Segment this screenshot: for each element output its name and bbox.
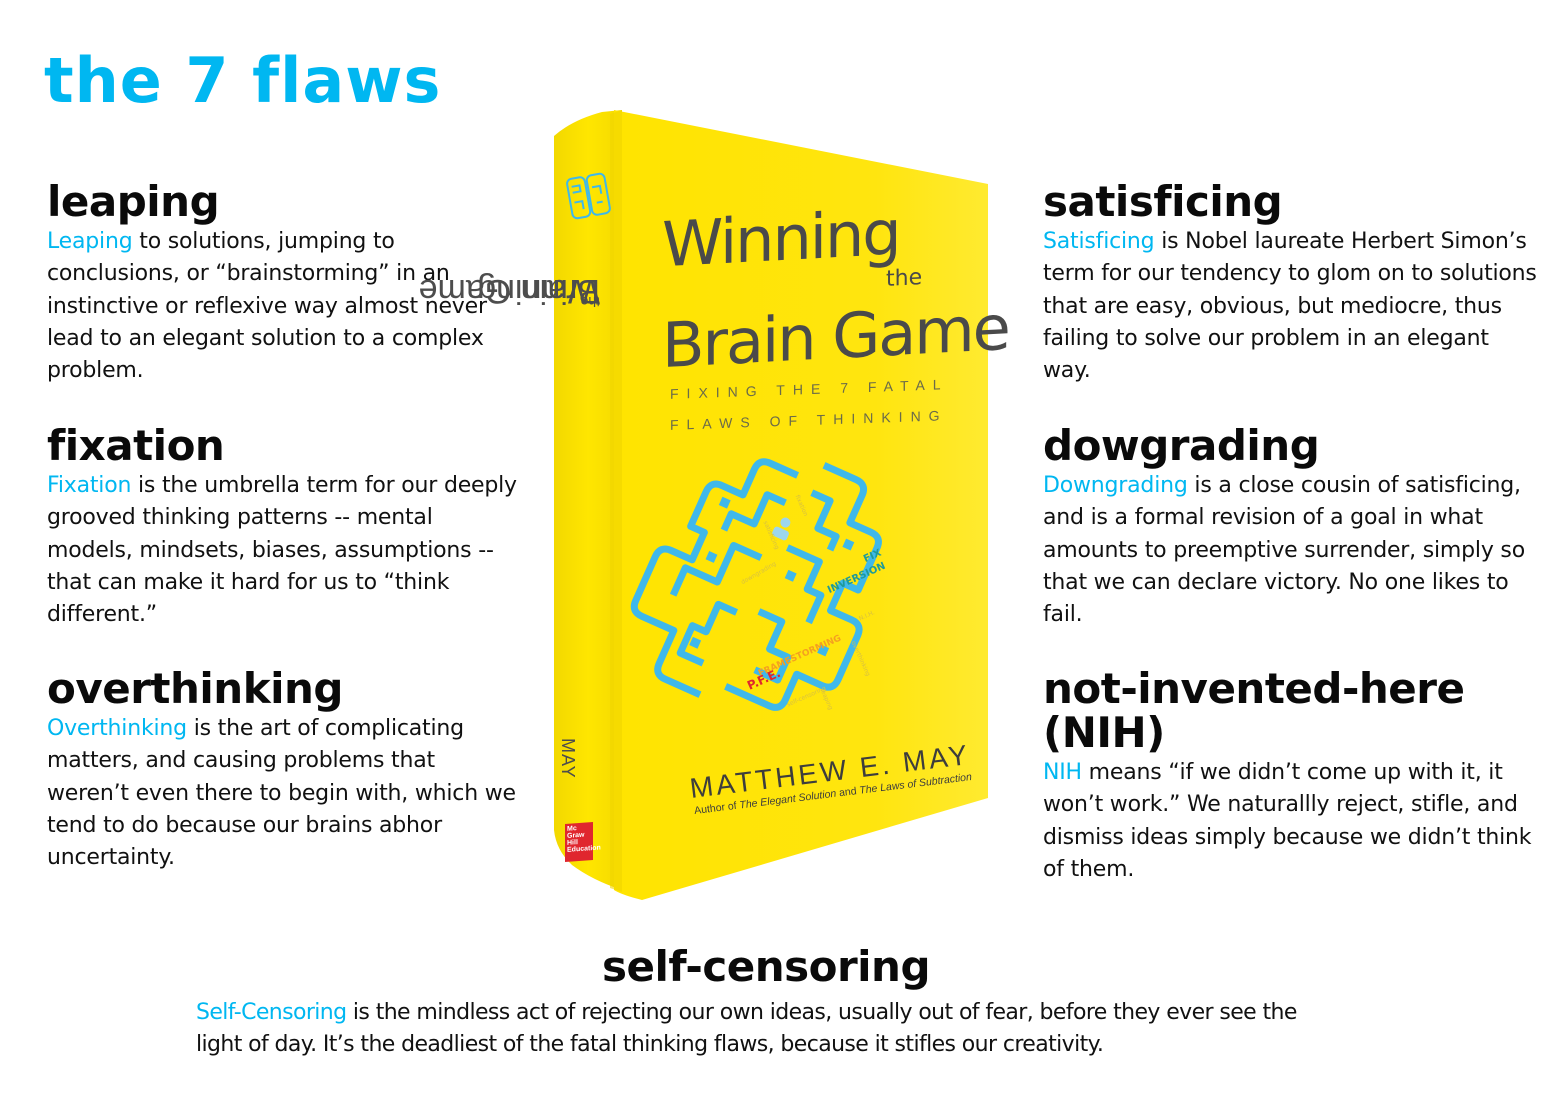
- book-shape: [554, 110, 988, 900]
- spine-title-end: Brain Game: [418, 272, 600, 310]
- page-title: the 7 flaws: [44, 44, 442, 117]
- spine-title: Winning the Brain Game: [419, 270, 600, 700]
- flaw-keyword: Downgrading: [1043, 473, 1188, 499]
- flaw-description: NIH means “if we didn’t come up with it,…: [1043, 757, 1543, 886]
- flaw-not-invented-here: not-invented-here (NIH) NIH means “if we…: [1043, 664, 1543, 886]
- flaw-downgrading: dowgrading Downgrading is a close cousin…: [1043, 421, 1543, 632]
- flaw-heading: dowgrading: [1043, 421, 1320, 470]
- flaw-text: to solutions, jumping to conclusions, or…: [47, 229, 487, 384]
- flaw-text: is a close cousin of satisficing, and is…: [1043, 473, 1525, 628]
- spine-author: MAY: [558, 738, 578, 779]
- flaw-self-censoring: self-censoring Self-Censoring is the min…: [196, 942, 1336, 1062]
- flaw-description: Leaping to solutions, jumping to conclus…: [47, 226, 517, 387]
- flaw-text: means “if we didn’t come up with it, it …: [1043, 760, 1532, 883]
- flaw-keyword: Fixation: [47, 473, 132, 499]
- flaw-keyword: Satisficing: [1043, 229, 1155, 255]
- flaw-heading: not-invented-here (NIH): [1043, 664, 1465, 758]
- flaw-keyword: Leaping: [47, 229, 133, 255]
- flaw-text: is the umbrella term for our deeply groo…: [47, 473, 517, 628]
- flaw-keyword: NIH: [1043, 760, 1082, 786]
- flaw-overthinking: overthinking Overthinking is the art of …: [47, 664, 517, 875]
- flaw-heading: self-censoring: [601, 942, 931, 991]
- flaw-heading: fixation: [47, 421, 225, 470]
- flaw-heading: leaping: [47, 177, 220, 226]
- spine-brain-icon: [566, 172, 611, 220]
- flaw-fixation: fixation Fixation is the umbrella term f…: [47, 421, 517, 632]
- flaw-description: Overthinking is the art of complicating …: [47, 713, 517, 874]
- flaw-text: is the art of complicating matters, and …: [47, 716, 516, 871]
- flaw-text: is Nobel laureate Herbert Simon’s term f…: [1043, 229, 1537, 384]
- publisher-logo: Mc Graw Hill Education: [565, 822, 601, 862]
- flaw-satisficing: satisficing Satisficing is Nobel laureat…: [1043, 177, 1543, 388]
- flaw-text: is the mindless act of rejecting our own…: [196, 1000, 1297, 1058]
- flaw-heading: satisficing: [1043, 177, 1283, 226]
- flaw-description: Fixation is the umbrella term for our de…: [47, 470, 517, 631]
- flaw-description: Self-Censoring is the mindless act of re…: [196, 997, 1336, 1062]
- flaw-leaping: leaping Leaping to solutions, jumping to…: [47, 177, 517, 388]
- flaw-heading: overthinking: [47, 664, 344, 713]
- brain-maze-icon: [630, 458, 882, 711]
- flaw-keyword: Overthinking: [47, 716, 187, 742]
- book-cover-image: [552, 110, 992, 900]
- flaw-description: Downgrading is a close cousin of satisfi…: [1043, 470, 1543, 631]
- flaw-keyword: Self-Censoring: [196, 1000, 347, 1026]
- flaw-description: Satisficing is Nobel laureate Herbert Si…: [1043, 226, 1543, 387]
